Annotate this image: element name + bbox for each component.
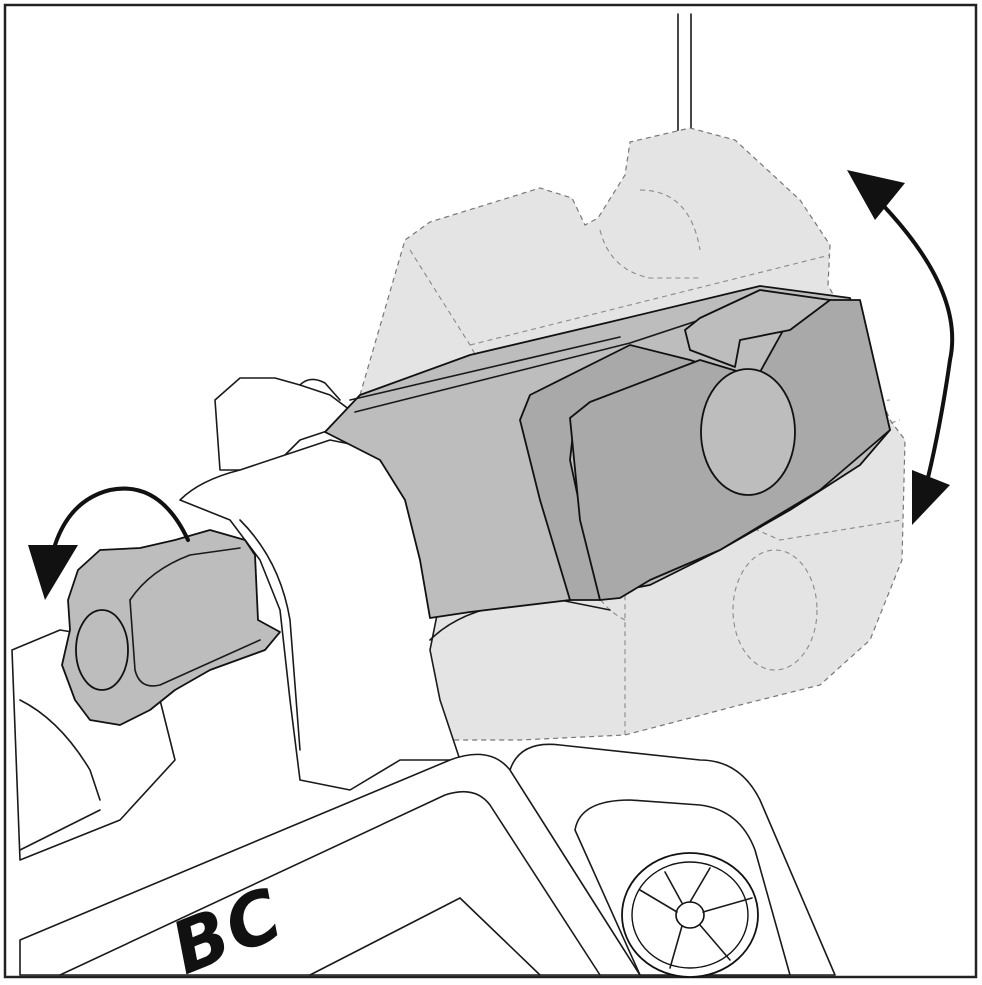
tilt-arrow-holder-icon bbox=[847, 170, 955, 525]
figure-border bbox=[3, 3, 978, 979]
fan-grille-icon bbox=[621, 852, 759, 978]
adjustment-knob bbox=[61, 529, 281, 726]
control-unit: BC bbox=[19, 753, 641, 985]
holder-support-arm bbox=[179, 377, 611, 791]
solder-holder bbox=[324, 285, 891, 619]
rotation-arrow-knob-icon bbox=[28, 486, 190, 600]
